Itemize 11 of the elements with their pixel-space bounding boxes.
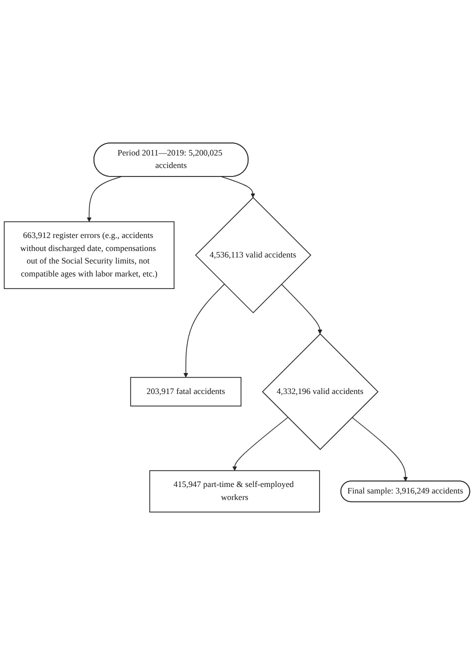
node-box: 415,947 part-time & self-employed workers [149, 470, 320, 512]
node-diamond: 4,536,113 valid accidents [195, 197, 312, 314]
node-box: 203,917 fatal accidents [130, 376, 242, 406]
arrow [352, 417, 408, 482]
arrow [86, 176, 122, 222]
node-diamond: 4,332,196 valid accidents [262, 333, 379, 450]
arrow [184, 284, 225, 378]
arrow [281, 284, 322, 334]
arrow [221, 176, 256, 198]
arrow [232, 417, 288, 471]
node-box: 663,912 register errors (e.g., accidents without discharged date, compensations out of the Social Security limits, not compatible ages with labor market, etc.) [4, 221, 174, 290]
